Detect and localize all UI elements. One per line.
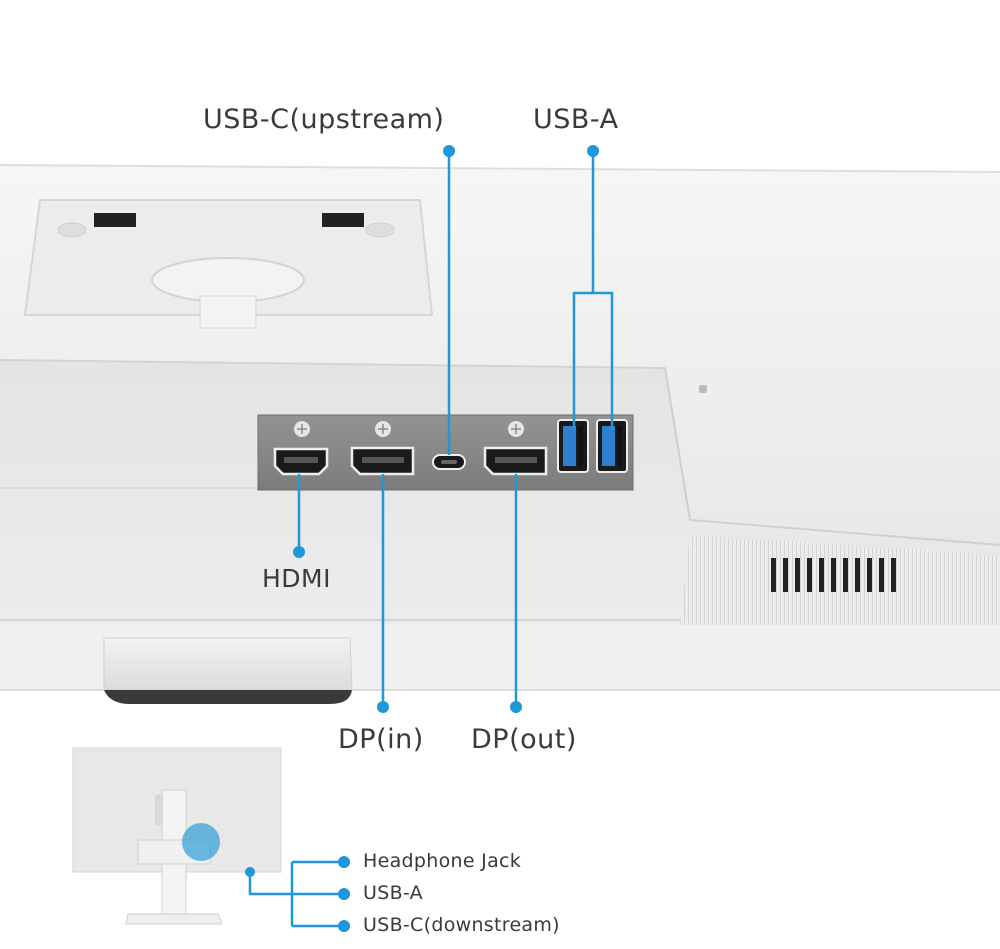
displayport-in-port (350, 446, 415, 476)
usb-c-upstream-port (432, 454, 466, 470)
callout-lines (297, 151, 614, 707)
screw-icon (375, 421, 391, 437)
io-panel (257, 414, 634, 491)
displayport-out-port (483, 446, 548, 476)
hdmi-label: HDMI (262, 564, 331, 593)
side-usb-a-label: USB-A (363, 882, 423, 904)
usb-a-label: USB-A (533, 104, 619, 135)
dp-out-label: DP(out) (471, 724, 577, 755)
screw-icon (508, 421, 524, 437)
headphone-jack-label: Headphone Jack (363, 850, 522, 872)
vent-grille (680, 535, 1000, 625)
usb-c-upstream-label: USB-C(upstream) (203, 104, 445, 135)
usb-c-downstream-label: USB-C(downstream) (363, 914, 560, 936)
callout-dots (293, 145, 599, 713)
stand-foot (103, 637, 353, 704)
usb-a-port (596, 419, 628, 473)
vent-slots (771, 558, 896, 592)
vesa-mount (23, 199, 434, 329)
inset-callout-lines (248, 860, 344, 928)
screw-icon (294, 421, 310, 437)
inset-callout-dots (245, 856, 350, 932)
monitor-front-inset (72, 747, 282, 925)
hdmi-port (273, 447, 329, 476)
dp-in-label: DP(in) (338, 724, 424, 755)
